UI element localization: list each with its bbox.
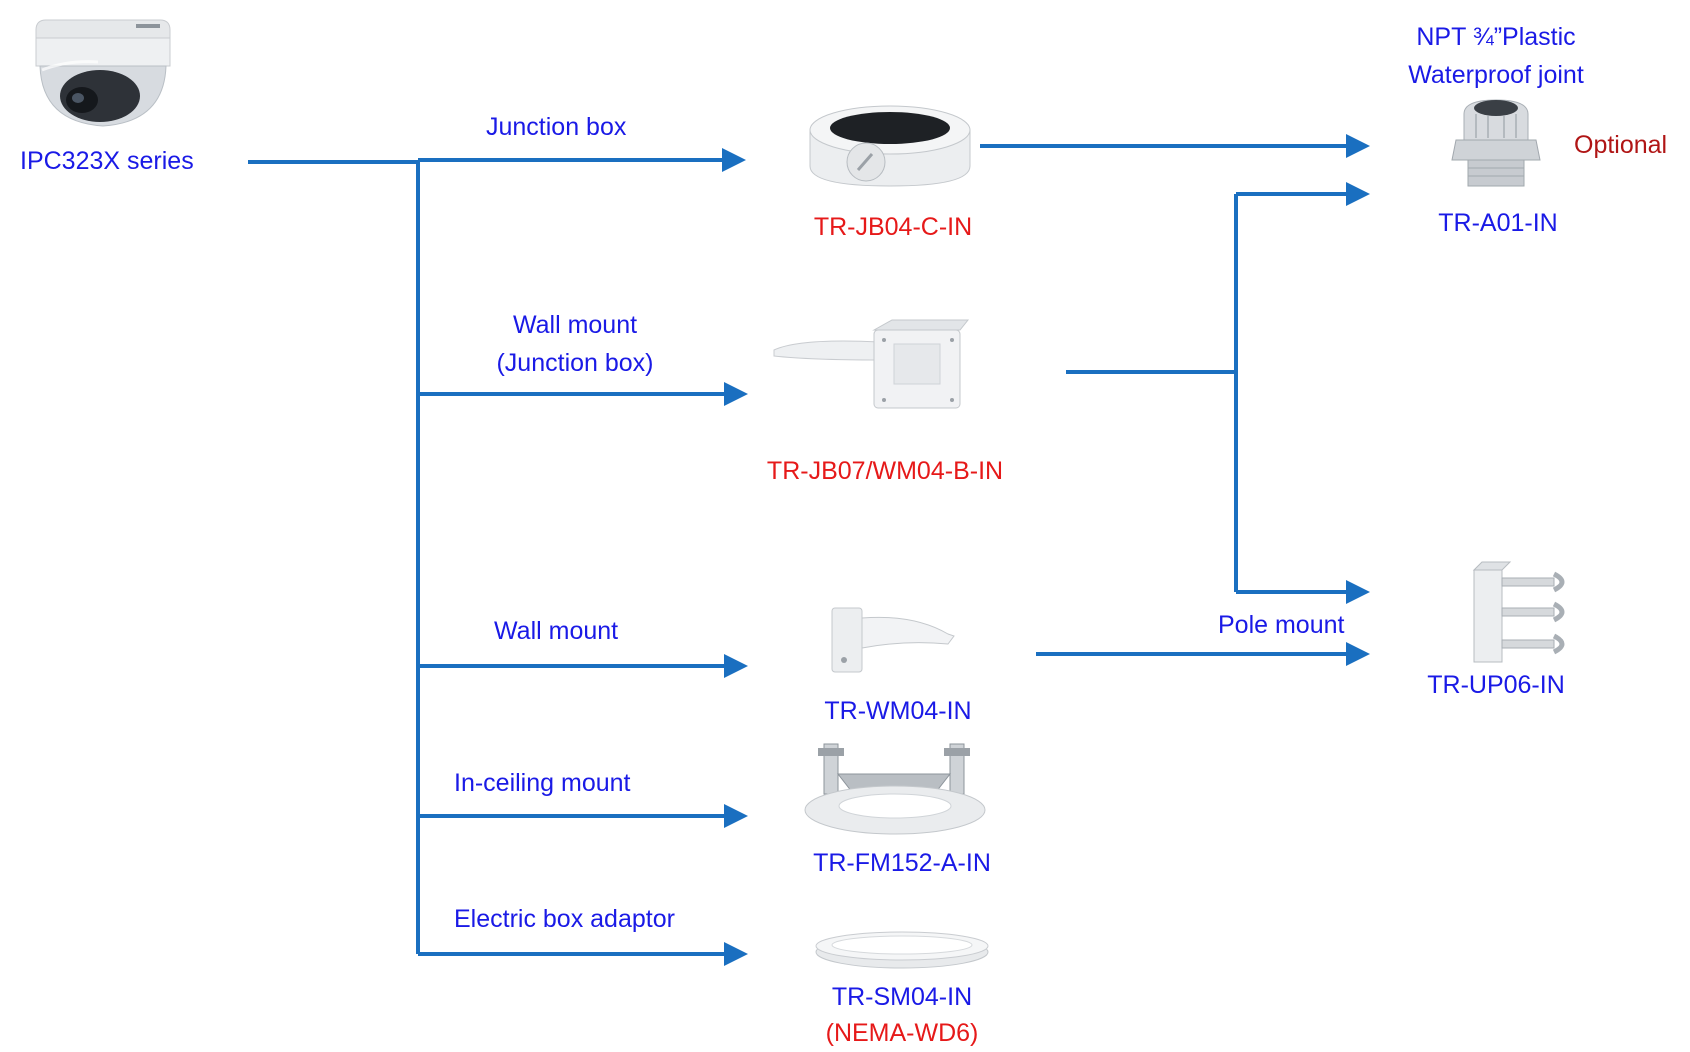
accessory-title-line2: Waterproof joint (1408, 61, 1584, 89)
product-label-up06: TR-UP06-IN (1427, 671, 1565, 699)
branch-label-wall-mount: Wall mount (494, 617, 619, 645)
branch-label-electric-box: Electric box adaptor (454, 905, 675, 933)
product-label-fm152: TR-FM152-A-IN (813, 849, 991, 877)
product-note-sm04: (NEMA-WD6) (825, 1019, 979, 1047)
product-label-jb04: TR-JB04-C-IN (813, 213, 973, 241)
optional-label: Optional (1574, 131, 1668, 159)
camera-label: IPC323X series (20, 147, 194, 175)
branch-label-wall-mount-jb-line2: (Junction box) (496, 349, 654, 377)
waterproof-joint-icon (1451, 99, 1541, 187)
in-ceiling-mount-icon (804, 743, 986, 835)
electric-box-adaptor-icon (815, 931, 989, 969)
branch-label-wall-mount-jb-line1: Wall mount (512, 311, 638, 339)
product-label-a01: TR-A01-IN (1438, 209, 1558, 237)
branch-label-pole-mount: Pole mount (1218, 611, 1345, 639)
product-label-jb07: TR-JB07/WM04-B-IN (766, 457, 1004, 485)
junction-box-icon (809, 105, 971, 187)
product-label-sm04: TR-SM04-IN (831, 983, 973, 1011)
product-label-wm04: TR-WM04-IN (824, 697, 972, 725)
pole-mount-icon (1472, 561, 1565, 663)
branch-label-junction-box: Junction box (486, 113, 627, 141)
dome-camera-icon (35, 19, 171, 127)
branch-label-in-ceiling: In-ceiling mount (454, 769, 631, 797)
accessory-title-line1: NPT ¾”Plastic (1416, 23, 1576, 51)
wall-mount-icon (831, 607, 955, 673)
wall-mount-junction-box-icon (773, 319, 970, 409)
